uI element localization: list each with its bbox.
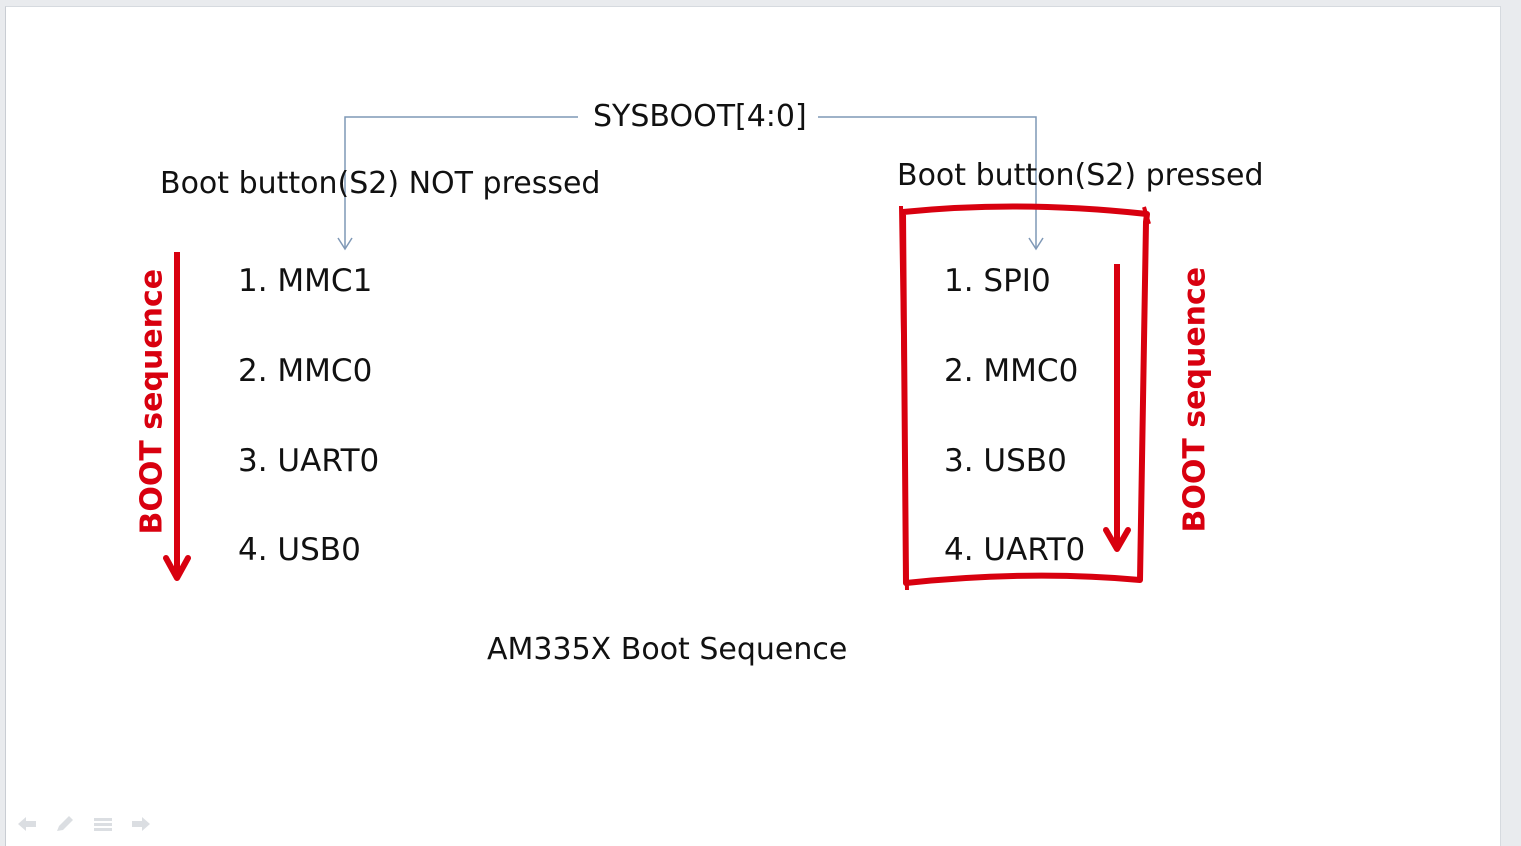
right-item-1: 1. SPI0 <box>944 263 1051 299</box>
right-condition-label: Boot button(S2) pressed <box>897 158 1264 193</box>
sysboot-title: SYSBOOT[4:0] <box>591 99 809 134</box>
highlight-box-stroke-extra <box>899 205 1151 591</box>
left-sequence-arrowhead <box>163 555 191 581</box>
left-item-1: 1. MMC1 <box>238 263 373 299</box>
right-sequence-label: BOOT sequence <box>1177 266 1213 533</box>
left-sequence-label: BOOT sequence <box>134 268 170 535</box>
left-item-4: 4. USB0 <box>238 532 361 568</box>
connector-left <box>344 116 578 248</box>
slideshow-nav <box>16 814 152 834</box>
connector-left-arrowhead <box>337 237 353 251</box>
right-item-4: 4. UART0 <box>944 532 1086 568</box>
previous-icon[interactable] <box>16 814 38 834</box>
slide-canvas <box>5 6 1501 846</box>
connector-right-arrowhead <box>1028 237 1044 251</box>
highlight-box <box>900 203 1150 586</box>
right-item-2: 2. MMC0 <box>944 353 1079 389</box>
right-item-3: 3. USB0 <box>944 443 1067 479</box>
pen-icon[interactable] <box>54 814 76 834</box>
right-sequence-arrowhead <box>1103 527 1131 552</box>
left-item-3: 3. UART0 <box>238 443 380 479</box>
diagram-caption: AM335X Boot Sequence <box>487 632 848 667</box>
left-condition-label: Boot button(S2) NOT pressed <box>160 166 601 201</box>
next-icon[interactable] <box>130 814 152 834</box>
menu-icon[interactable] <box>92 814 114 834</box>
left-item-2: 2. MMC0 <box>238 353 373 389</box>
